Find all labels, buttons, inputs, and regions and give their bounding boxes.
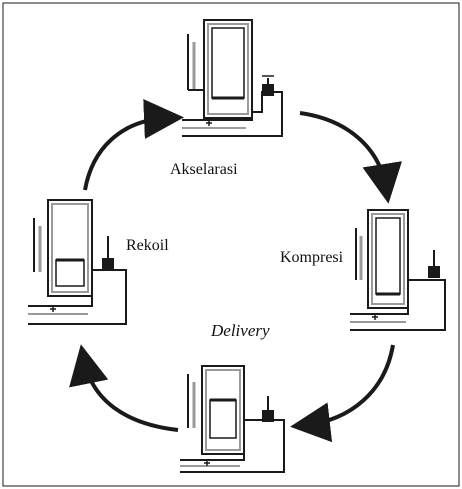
label-delivery: Delivery — [211, 321, 270, 340]
arrow-rekoil-to-akselerasi — [83, 99, 184, 191]
machine-rekoil — [28, 199, 127, 325]
label-akselerasi: Akselarasi — [170, 161, 238, 178]
arrow-akselerasi-to-kompresi — [299, 111, 402, 204]
label-kompresi: Kompresi — [280, 249, 344, 266]
machine-delivery — [180, 365, 285, 473]
machine-akselerasi — [182, 19, 283, 137]
machine-kompresi — [350, 209, 446, 331]
arrow-delivery-to-rekoil — [69, 344, 179, 432]
arrow-kompresi-to-delivery — [290, 344, 395, 443]
label-rekoil: Rekoil — [126, 237, 169, 254]
